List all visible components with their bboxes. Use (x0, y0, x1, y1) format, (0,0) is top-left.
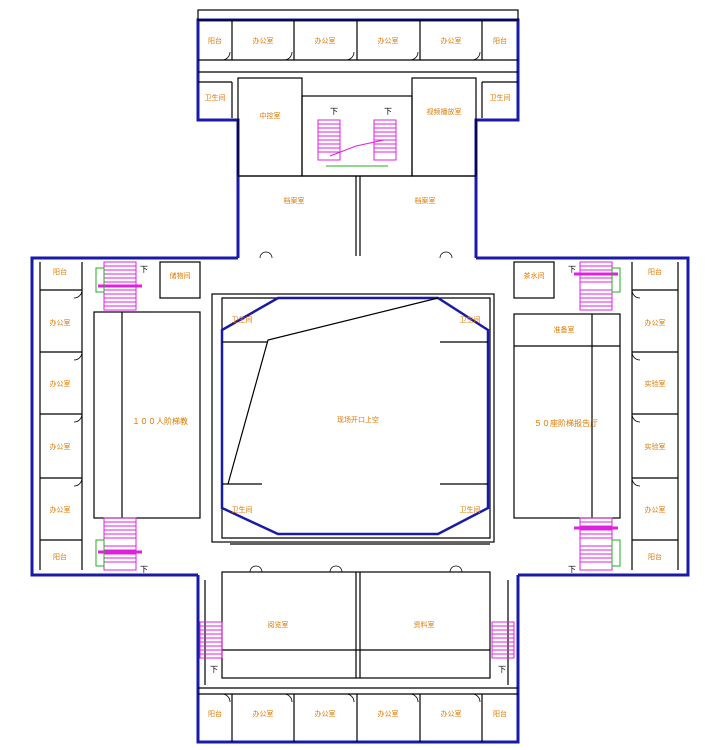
label-hall-50: ５０座阶梯报告厅 (534, 418, 598, 428)
down-mark-s2: 下 (498, 665, 506, 674)
label-balcony-w1: 阳台 (53, 267, 67, 276)
stair-se (574, 517, 621, 571)
label-wc-n1: 卫生间 (205, 93, 226, 102)
label-wc-n2: 卫生间 (490, 93, 511, 102)
label-office-s1: 办公室 (253, 709, 274, 718)
down-mark-n2: 下 (384, 107, 392, 116)
label-lab-e2: 实验室 (645, 442, 666, 451)
label-office-n4: 办公室 (441, 36, 462, 45)
label-office-w3: 办公室 (50, 442, 71, 451)
label-office-w2: 办公室 (50, 379, 71, 388)
label-tea-room: 茶水间 (524, 271, 545, 280)
label-prep-room: 准备室 (554, 325, 575, 334)
north-wing (197, 9, 519, 256)
south-wing (198, 571, 518, 742)
down-mark-n1: 下 (330, 107, 338, 116)
central-court (211, 293, 495, 545)
down-mark-sw: 下 (140, 565, 148, 574)
label-office-n2: 办公室 (315, 36, 336, 45)
label-office-s4: 办公室 (441, 709, 462, 718)
down-mark-nw: 下 (140, 265, 148, 274)
label-control: 中控室 (260, 111, 281, 120)
west-block (39, 261, 201, 570)
label-reading-room: 资料室 (414, 620, 435, 629)
label-balcony-e2: 阳台 (648, 552, 662, 561)
label-balcony-s2: 阳台 (493, 709, 507, 718)
label-video: 视频播放室 (427, 107, 462, 116)
stair-down-markers: 下 下 下 下 下 下 下 下 (140, 107, 576, 674)
east-block (513, 261, 679, 570)
label-balcony-w2: 阳台 (53, 552, 67, 561)
label-lab-e1: 实验室 (645, 379, 666, 388)
label-wc-c3: 卫生间 (232, 505, 253, 514)
down-mark-se: 下 (568, 565, 576, 574)
door-swings (73, 51, 641, 703)
label-balcony-n1: 阳台 (208, 36, 222, 45)
label-wc-c4: 卫生间 (460, 505, 481, 514)
stair-south-w (199, 621, 223, 659)
down-mark-ne: 下 (568, 265, 576, 274)
stair-nw (95, 261, 142, 311)
label-archive-n1: 档案室 (284, 196, 305, 205)
label-balcony-e1: 阳台 (648, 267, 662, 276)
room-labels: 阳台 办公室 办公室 办公室 办公室 阳台 卫生间 卫生间 中控室 视频播放室 … (50, 36, 666, 718)
label-wc-c1: 卫生间 (232, 315, 253, 324)
label-office-s2: 办公室 (315, 709, 336, 718)
label-lecture-100: １００人阶梯教 (132, 416, 188, 426)
label-archive-n2: 档案室 (415, 196, 436, 205)
label-office-e2: 办公室 (645, 505, 666, 514)
label-office-w1: 办公室 (50, 318, 71, 327)
down-mark-s1: 下 (210, 665, 218, 674)
label-office-e1: 办公室 (645, 318, 666, 327)
stair-north (317, 119, 397, 167)
label-office-n3: 办公室 (378, 36, 399, 45)
stair-sw (95, 517, 142, 571)
label-office-s3: 办公室 (378, 709, 399, 718)
label-storage-w: 储物间 (170, 271, 191, 280)
label-study-room: 阅览室 (268, 620, 289, 629)
stair-ne (574, 261, 621, 311)
label-court: 现场开口上空 (337, 415, 379, 424)
label-office-n1: 办公室 (253, 36, 274, 45)
label-office-w4: 办公室 (50, 505, 71, 514)
stair-south-e (491, 621, 515, 659)
label-wc-c2: 卫生间 (460, 315, 481, 324)
label-balcony-s1: 阳台 (208, 709, 222, 718)
label-balcony-n2: 阳台 (493, 36, 507, 45)
